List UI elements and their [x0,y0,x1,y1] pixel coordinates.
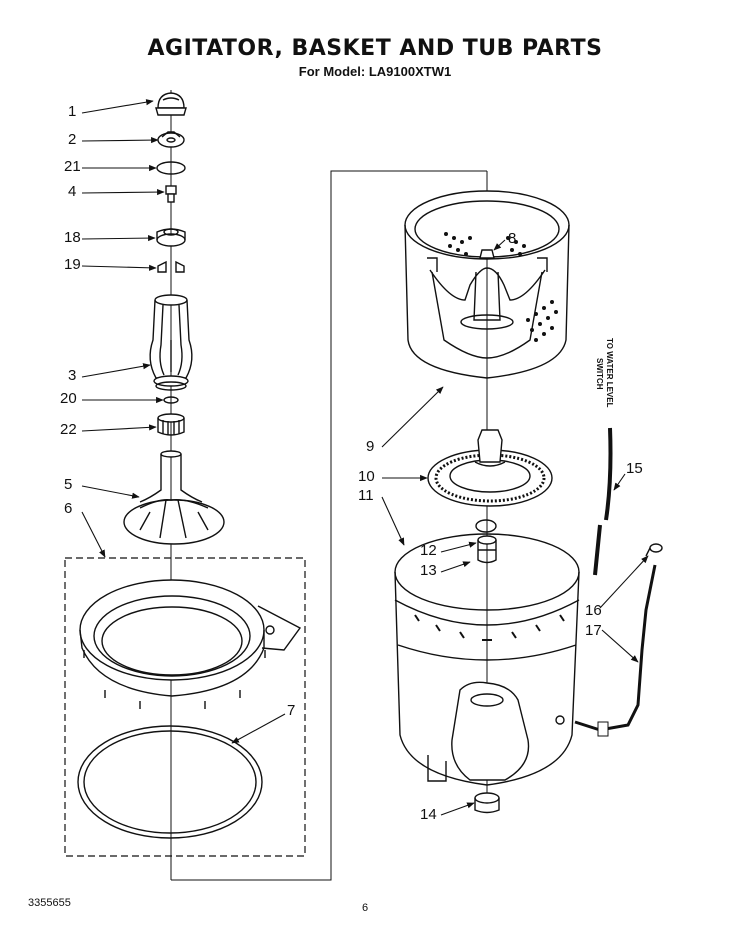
callout-17: 17 [585,622,602,639]
page-title: AGITATOR, BASKET AND TUB PARTS [147,36,603,61]
callout-16: 16 [585,602,602,619]
connector-line [171,170,487,881]
callout-2: 2 [68,131,77,148]
tub-seal-part [77,725,263,839]
hose-clamp-part [645,543,663,557]
outer-tub-part [394,533,580,786]
callout-15: 15 [626,460,643,477]
callout-12: 12 [420,542,437,559]
spanner-nut-part [477,535,497,564]
callout-22: 22 [60,421,77,438]
retaining-ring-part [475,519,497,533]
note-line-2: SWITCH [595,358,604,390]
callout-19: 19 [64,256,81,273]
cap-retainer-part [157,131,185,148]
callout-6: 6 [64,500,73,517]
callout-18: 18 [64,229,81,246]
callout-3: 3 [68,367,77,384]
callout-13: 13 [420,562,437,579]
water-level-switch-note: TO WATER LEVEL SWITCH [595,338,620,448]
spline-coupling-part [157,413,185,436]
agitator-body-part [149,294,193,391]
agitator-base-part [123,450,225,545]
callout-14: 14 [420,806,437,823]
callout-7: 7 [287,702,296,719]
callout-10: 10 [358,468,375,485]
tub-bottom-seal-part [474,792,500,814]
callout-9: 9 [366,438,375,455]
document-number: 3355655 [28,897,71,909]
model-subtitle: For Model: LA9100XTW1 [298,64,452,79]
callout-4: 4 [68,183,77,200]
callout-11: 11 [358,487,374,504]
note-line-1: TO WATER LEVEL [605,338,614,408]
agitator-bolt-part [165,185,177,203]
callout-21: 21 [64,158,81,175]
agitator-dogs-part [157,260,185,273]
callout-20: 20 [60,390,77,407]
callout-5: 5 [64,476,73,493]
agitator-cam-part [156,228,186,247]
o-ring-part [156,161,186,175]
callout-1: 1 [68,103,77,120]
parts-group-box [64,557,306,857]
leader-arrows [81,99,649,816]
agitator-cap-part [155,92,187,116]
basket-part [404,190,570,379]
callout-8: 8 [508,230,517,247]
level-switch-hose-part [593,427,613,576]
tub-ring-part [79,579,302,709]
air-dome-hose-part [574,564,657,737]
page-number: 6 [362,902,369,914]
snap-ring-part [163,396,179,404]
drive-hub-part [427,429,553,507]
